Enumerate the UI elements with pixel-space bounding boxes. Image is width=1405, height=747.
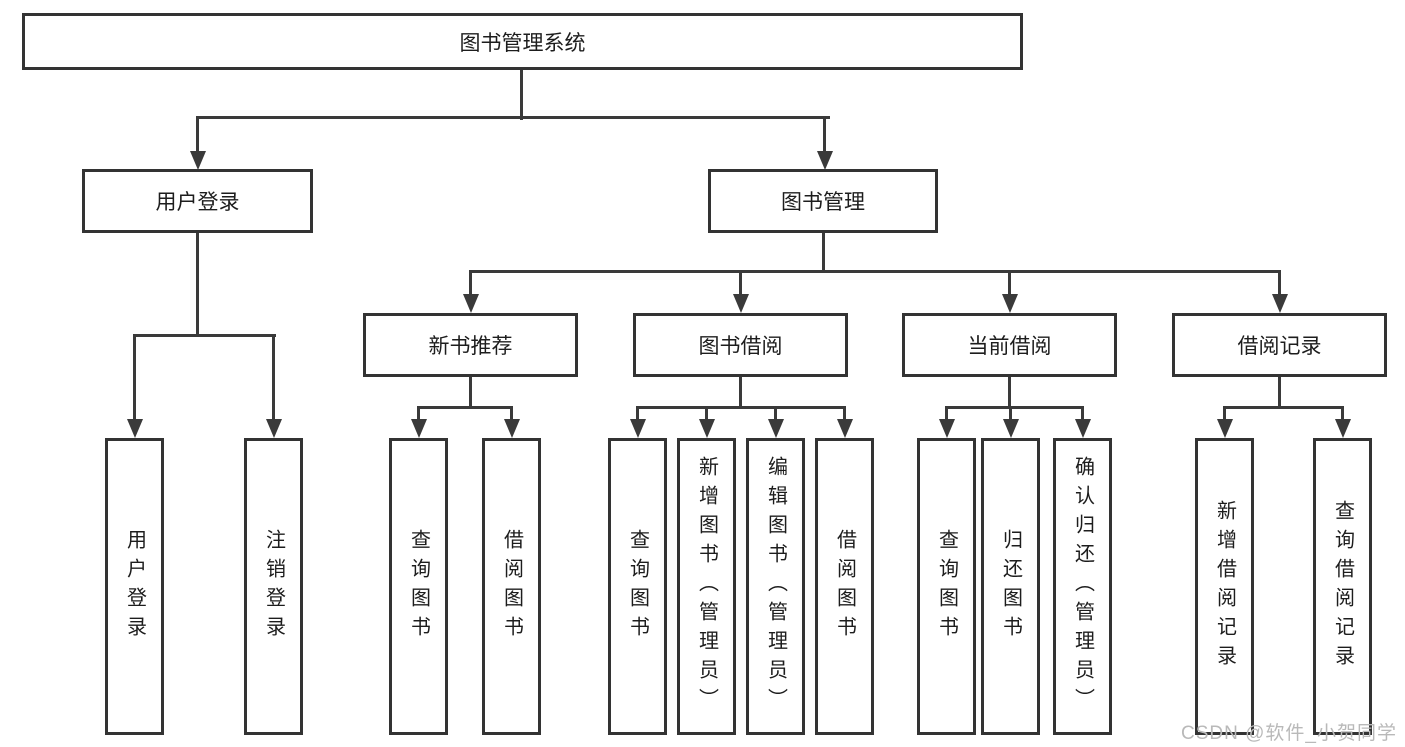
node-leaf-bb-add-book-label: 新增图书（管理员） [695, 456, 718, 717]
node-current-borrow-label: 当前借阅 [967, 335, 1052, 358]
node-leaf-nb-borrow-book-label: 借阅图书 [500, 528, 523, 645]
arrow-down-icon [629, 419, 646, 438]
node-leaf-cb-return-book: 归还图书 [981, 438, 1040, 735]
arrow-down-icon [462, 294, 479, 313]
node-leaf-bb-edit-book-label: 编辑图书（管理员） [764, 456, 787, 717]
connector-vline [196, 116, 199, 154]
connector-vline [705, 406, 708, 421]
arrow-down-icon [189, 151, 206, 170]
connector-hline [133, 333, 276, 337]
node-leaf-nb-query-book-label: 查询图书 [407, 528, 430, 645]
connector-hline [636, 405, 846, 409]
connector-vline [843, 406, 846, 421]
node-leaf-br-add-record-label: 新增借阅记录 [1213, 499, 1236, 674]
node-book-management-label: 图书管理 [781, 191, 865, 214]
connector-vline [823, 116, 826, 154]
connector-hline [469, 269, 1281, 273]
csdn-watermark: CSDN @软件_小贺同学 [1181, 723, 1397, 744]
arrow-down-icon [1002, 419, 1019, 438]
connector-hline [1223, 405, 1344, 409]
connector-vline [1223, 406, 1226, 421]
node-leaf-nb-borrow-book: 借阅图书 [482, 438, 541, 735]
node-user-login: 用户登录 [82, 169, 313, 233]
arrow-down-icon [1216, 419, 1233, 438]
arrow-down-icon [1271, 294, 1288, 313]
connector-vline [1341, 406, 1344, 421]
connector-vline [272, 334, 275, 420]
node-leaf-br-add-record: 新增借阅记录 [1195, 438, 1254, 735]
node-new-book-recommend: 新书推荐 [363, 313, 578, 377]
node-leaf-logout: 注销登录 [244, 438, 303, 735]
arrow-down-icon [732, 294, 749, 313]
node-leaf-bb-add-book: 新增图书（管理员） [677, 438, 736, 735]
connector-vline [417, 406, 420, 421]
connector-vline [1081, 406, 1084, 421]
arrow-down-icon [836, 419, 853, 438]
connector-vline [1009, 406, 1012, 421]
connector-vline [945, 406, 948, 421]
connector-vline [636, 406, 639, 421]
node-leaf-cb-confirm-return: 确认归还（管理员） [1053, 438, 1112, 735]
node-current-borrow: 当前借阅 [902, 313, 1117, 377]
arrow-down-icon [767, 419, 784, 438]
connector-vline [774, 406, 777, 421]
connector-hline [196, 115, 830, 119]
connector-vline [510, 406, 513, 421]
connector-hline [945, 405, 1084, 409]
connector-vline [196, 231, 199, 337]
node-borrow-records-label: 借阅记录 [1237, 335, 1322, 358]
arrow-down-icon [503, 419, 520, 438]
node-leaf-user-login: 用户登录 [105, 438, 164, 735]
arrow-down-icon [816, 151, 833, 170]
node-leaf-br-query-record-label: 查询借阅记录 [1331, 499, 1354, 674]
connector-vline [519, 68, 523, 120]
arrow-down-icon [265, 419, 282, 438]
node-leaf-bb-borrow-book: 借阅图书 [815, 438, 874, 735]
connector-vline [1278, 375, 1281, 408]
node-library-management-system: 图书管理系统 [22, 13, 1023, 70]
node-leaf-bb-query-book-label: 查询图书 [626, 528, 649, 645]
node-library-management-system-label: 图书管理系统 [459, 31, 586, 55]
arrow-down-icon [1001, 294, 1018, 313]
node-leaf-user-login-label: 用户登录 [123, 528, 146, 645]
node-leaf-br-query-record: 查询借阅记录 [1313, 438, 1372, 735]
connector-vline [1278, 270, 1281, 296]
node-leaf-cb-query-book: 查询图书 [917, 438, 976, 735]
node-leaf-bb-edit-book: 编辑图书（管理员） [746, 438, 805, 735]
node-new-book-recommend-label: 新书推荐 [428, 335, 513, 358]
node-leaf-cb-confirm-return-label: 确认归还（管理员） [1071, 456, 1094, 717]
node-leaf-bb-query-book: 查询图书 [608, 438, 667, 735]
arrow-down-icon [1074, 419, 1091, 438]
connector-vline [133, 334, 136, 420]
node-book-borrow-label: 图书借阅 [698, 335, 783, 358]
node-borrow-records: 借阅记录 [1172, 313, 1387, 377]
node-book-management: 图书管理 [708, 169, 938, 233]
connector-vline [469, 375, 472, 408]
node-leaf-cb-return-book-label: 归还图书 [999, 528, 1022, 645]
connector-vline [821, 231, 825, 272]
node-leaf-logout-label: 注销登录 [262, 528, 285, 645]
connector-vline [1008, 375, 1011, 408]
node-user-login-label: 用户登录 [155, 191, 240, 214]
arrow-down-icon [410, 419, 427, 438]
arrow-down-icon [938, 419, 955, 438]
node-leaf-bb-borrow-book-label: 借阅图书 [833, 528, 856, 645]
connector-vline [1008, 270, 1011, 296]
connector-vline [469, 270, 472, 296]
arrow-down-icon [126, 419, 143, 438]
connector-vline [739, 270, 742, 296]
arrow-down-icon [698, 419, 715, 438]
connector-vline [739, 375, 742, 408]
node-book-borrow: 图书借阅 [633, 313, 848, 377]
node-leaf-cb-query-book-label: 查询图书 [935, 528, 958, 645]
connector-hline [417, 405, 513, 409]
arrow-down-icon [1334, 419, 1351, 438]
node-leaf-nb-query-book: 查询图书 [389, 438, 448, 735]
